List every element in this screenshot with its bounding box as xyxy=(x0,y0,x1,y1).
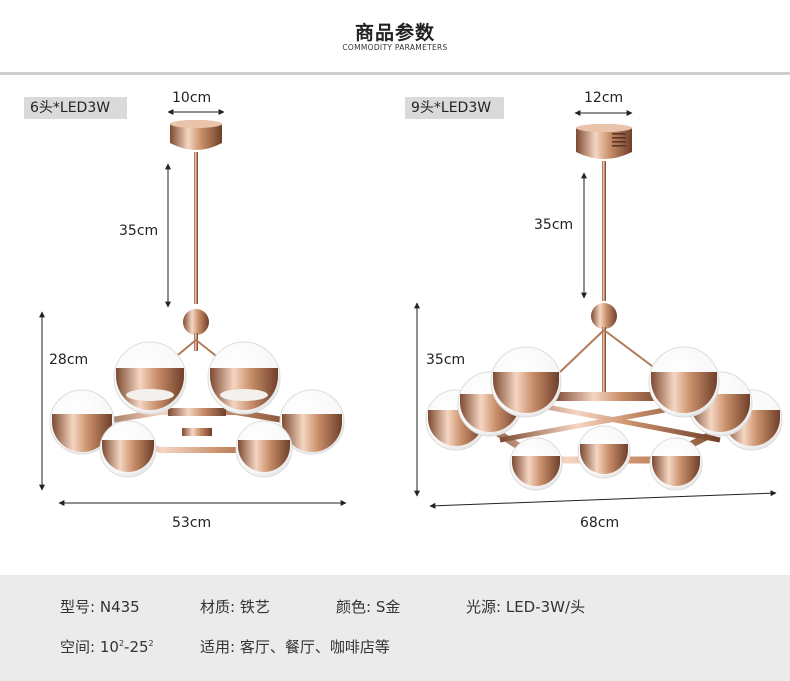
dim-overall-width-6: 53cm xyxy=(172,515,212,531)
spec-usage-label: 适用: xyxy=(200,638,236,656)
dim-canopy-width-6: 10cm xyxy=(172,90,212,106)
spec-material: 材质: 铁艺 xyxy=(200,596,270,617)
spec-space-sep: - xyxy=(124,638,130,656)
spec-space: 空间: 102-252 xyxy=(60,636,154,657)
spec-light-source: 光源: LED-3W/头 xyxy=(466,596,585,617)
spec-light-value: LED-3W/头 xyxy=(505,598,586,616)
dim-body-height-9: 35cm xyxy=(426,352,466,368)
title-chinese: 商品参数 xyxy=(354,22,435,44)
dimensions-9-head xyxy=(414,110,777,509)
spec-color: 颜色: S金 xyxy=(336,596,400,617)
spec-space-label: 空间: xyxy=(60,638,96,656)
spec-material-label: 材质: xyxy=(200,598,236,616)
spec-model: 型号: N435 xyxy=(60,596,140,617)
dim-overall-width-9: 68cm xyxy=(580,515,620,531)
header-divider xyxy=(0,72,790,75)
spec-space-min-sup: 2 xyxy=(118,639,125,648)
spec-color-value: S金 xyxy=(375,598,401,616)
spec-usage: 适用: 客厅、餐厅、咖啡店等 xyxy=(200,636,390,657)
spec-model-value: N435 xyxy=(99,598,140,616)
fixture-9-head xyxy=(425,124,783,491)
product-illustration xyxy=(39,109,783,509)
spec-model-label: 型号: xyxy=(60,598,96,616)
spec-space-max: 25 xyxy=(129,638,149,656)
spec-color-label: 颜色: xyxy=(336,598,372,616)
dim-body-height-6: 28cm xyxy=(49,352,89,368)
dim-rod-length-9: 35cm xyxy=(534,217,574,233)
variant-tag-9-head: 9头*LED3W xyxy=(405,97,504,119)
spec-space-min: 10 xyxy=(99,638,119,656)
variant-tag-6-head: 6头*LED3W xyxy=(24,97,127,119)
spec-usage-value: 客厅、餐厅、咖啡店等 xyxy=(239,638,390,656)
dimensions-6-head xyxy=(39,109,347,506)
dim-rod-length-6: 35cm xyxy=(119,223,159,239)
spec-space-max-sup: 2 xyxy=(148,639,154,648)
title-english: COMMODITY PARAMETERS xyxy=(342,43,448,52)
spec-panel: 型号: N435 材质: 铁艺 颜色: S金 光源: LED-3W/头 空间: … xyxy=(0,575,790,681)
dim-canopy-width-9: 12cm xyxy=(584,90,624,106)
spec-light-label: 光源: xyxy=(466,598,502,616)
fixture-6-head xyxy=(49,120,345,478)
spec-material-value: 铁艺 xyxy=(239,598,270,616)
page-header: 商品参数 COMMODITY PARAMETERS xyxy=(0,0,790,76)
